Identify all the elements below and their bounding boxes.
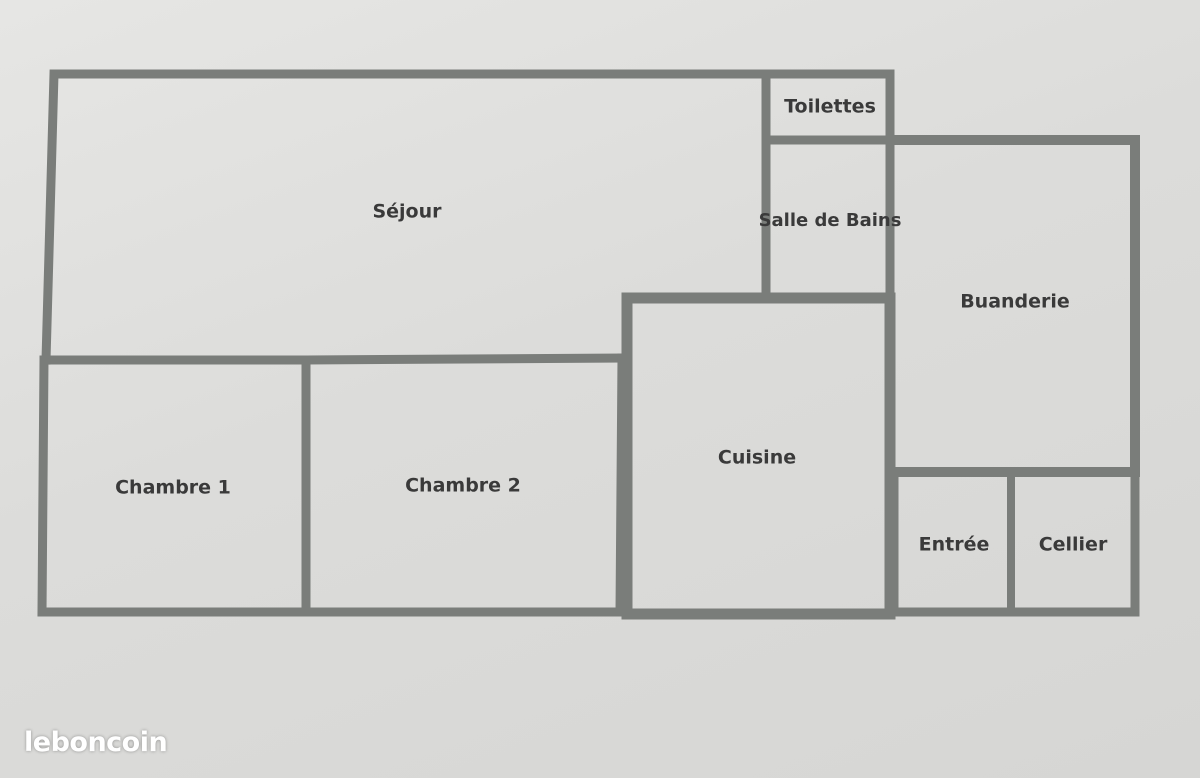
room-label-chambre-1: Chambre 1 (115, 477, 231, 499)
room-label-sejour: Séjour (372, 201, 442, 223)
room-labels: Séjour Toilettes Salle de Bains Buanderi… (115, 96, 1108, 556)
wall-cuisine (621, 292, 896, 620)
room-label-cuisine: Cuisine (718, 447, 796, 469)
walls (37, 69, 1140, 620)
room-label-buanderie: Buanderie (960, 291, 1070, 313)
leboncoin-watermark: leboncoin (24, 727, 168, 758)
wall-chambres-top (39, 353, 627, 365)
room-label-chambre-2: Chambre 2 (405, 475, 521, 497)
wall-chambre-2 (301, 353, 627, 617)
room-label-toilettes: Toilettes (784, 96, 876, 118)
room-label-salle-de-bains: Salle de Bains (759, 210, 902, 231)
wall-chambre-1 (37, 355, 311, 617)
room-label-cellier: Cellier (1039, 534, 1108, 556)
wall-toilettes (761, 69, 895, 145)
room-label-entree: Entrée (919, 534, 990, 556)
